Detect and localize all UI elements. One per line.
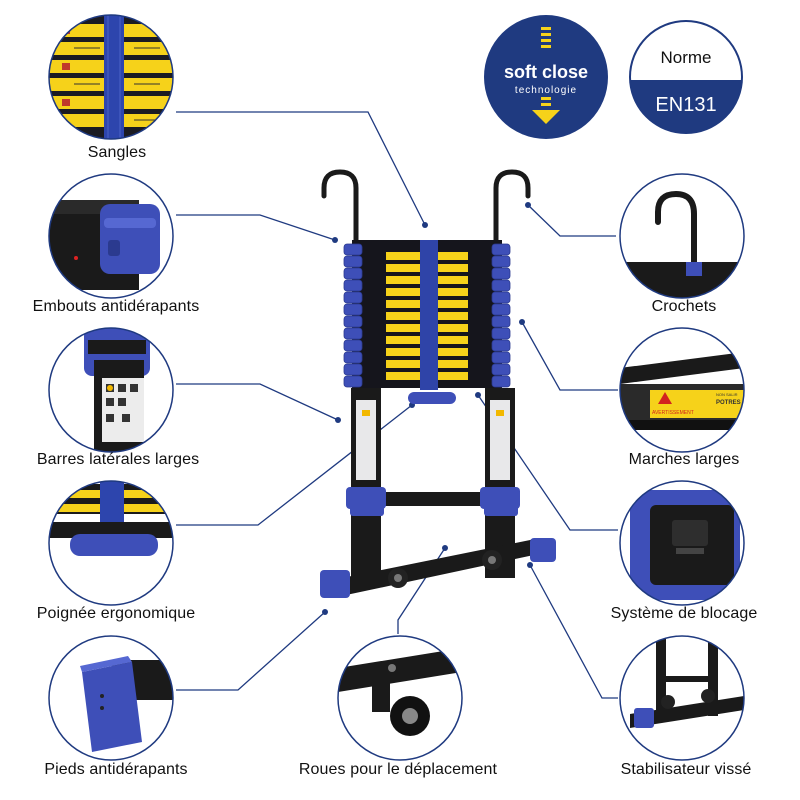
label-poignee: Poignée ergonomique: [36, 605, 196, 622]
right-endcaps: [491, 243, 511, 388]
circle-marches: AVERTISSEMENT NON SALIR POTRES: [619, 327, 745, 453]
ladder-strap: [420, 240, 438, 390]
label-pieds: Pieds antidérapants: [44, 761, 188, 778]
norm-badge: Norme EN131: [629, 20, 743, 134]
connector-embouts: [176, 214, 336, 241]
connector-lines: [176, 111, 618, 699]
connector-dots: [322, 202, 533, 615]
sticker-warning: AVERTISSEMENT: [652, 410, 694, 416]
ladder-illustration: [320, 169, 556, 598]
connector-sangles: [176, 111, 426, 226]
left-hook: [321, 169, 359, 248]
norm-value: EN131: [655, 94, 716, 116]
ergonomic-handle: [408, 392, 456, 404]
left-endcaps: [343, 243, 363, 388]
soft-close-badge: soft close technologie: [484, 15, 608, 139]
label-embouts: Embouts antidérapants: [32, 298, 200, 315]
label-stabilisateur: Stabilisateur vissé: [620, 761, 752, 778]
soft-close-arrow-icon: [532, 27, 560, 124]
right-foot: [530, 538, 556, 562]
circle-stabilisateur: [619, 635, 745, 761]
circle-blocage: [619, 480, 745, 606]
sticker-brand: POTRES: [716, 400, 741, 406]
label-blocage: Système de blocage: [610, 605, 758, 622]
label-crochets: Crochets: [651, 298, 717, 315]
connector-barres: [176, 383, 339, 421]
left-foot: [320, 570, 350, 598]
circle-sangles: [48, 14, 174, 140]
label-barres: Barres latérales larges: [36, 451, 200, 468]
label-sangles: Sangles: [87, 144, 147, 161]
ladder-wheels: [388, 550, 502, 588]
label-roues: Roues pour le déplacement: [298, 761, 498, 778]
circle-roues: [337, 635, 463, 761]
circle-embouts: [48, 173, 174, 299]
circle-poignee: [48, 480, 174, 606]
circle-pieds: [48, 635, 174, 761]
label-marches: Marches larges: [628, 451, 740, 468]
norm-label: Norme: [660, 48, 711, 67]
connector-marches: [521, 321, 618, 391]
connector-pieds: [176, 611, 326, 691]
circle-crochets: [619, 173, 745, 299]
sticker-hint: NON SALIR: [716, 392, 738, 397]
connector-stab: [529, 564, 618, 699]
circle-barres: [48, 327, 174, 453]
soft-close-title: soft close: [504, 62, 588, 82]
right-hook: [493, 169, 531, 248]
soft-close-subtitle: technologie: [515, 85, 577, 96]
connector-crochets: [527, 204, 616, 237]
